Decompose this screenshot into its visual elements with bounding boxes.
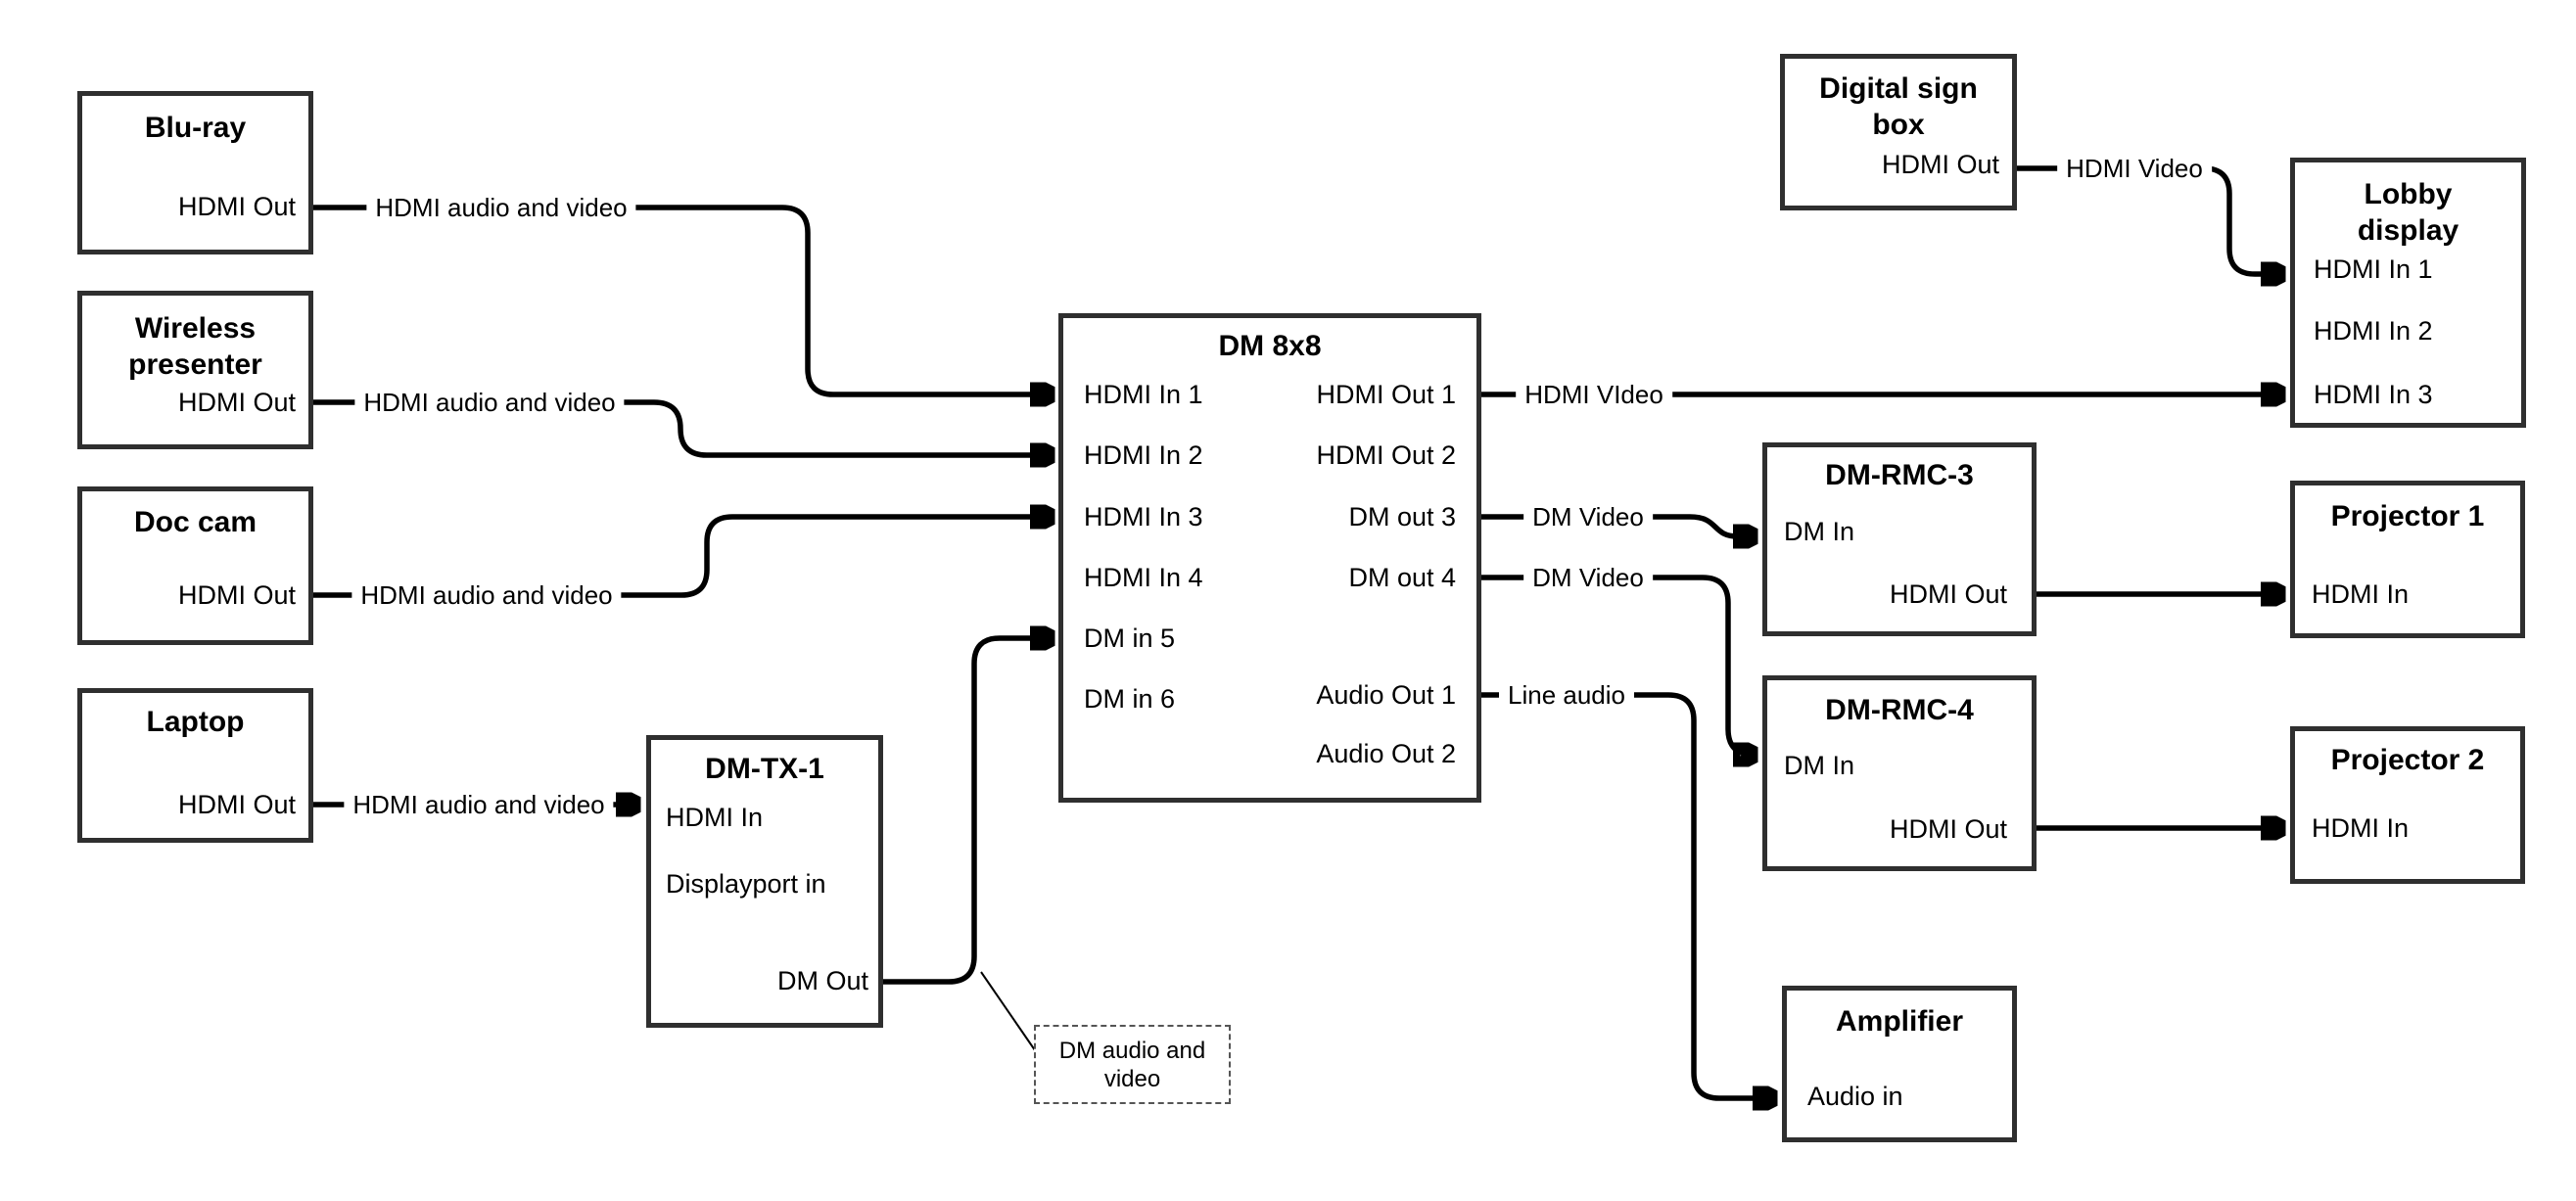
node-digital-sign-title-line2: box [1872,109,1925,141]
port-doccam-hdmi-out: HDMI Out [177,580,296,610]
port-wireless-hdmi-out: HDMI Out [177,388,296,417]
port-lobby-hdmi-in-1: HDMI In 1 [2314,254,2433,284]
node-digital-sign-box[interactable]: Digital sign box HDMI Out [1780,54,2017,210]
port-dmrmc4-dm-in: DM In [1784,751,1855,780]
node-dmrmc3-title: DM-RMC-3 [1825,459,1974,491]
note-dm-audio-and-video[interactable]: DM audio and video [1034,1025,1231,1104]
wire-dm8x8-out4-to-dmrmc4[interactable] [1481,575,1756,755]
port-dmtx1-displayport-in: Displayport in [666,869,826,899]
wire-label-audio-out1: Line audio [1499,680,1634,710]
node-wireless-title-line1: Wireless [134,312,257,345]
node-projector-1[interactable]: Projector 1 HDMI In [2290,481,2525,638]
node-wireless-title-line2: presenter [128,348,262,381]
node-dmrmc4-title: DM-RMC-4 [1825,694,1974,726]
port-dmrmc4-hdmi-out: HDMI Out [1889,814,2007,844]
port-dmtx1-dm-out: DM Out [776,966,868,995]
wire-label-dm-out3: DM Video [1523,502,1653,531]
node-dm-rmc-3[interactable]: DM-RMC-3 DM In HDMI Out [1762,442,2037,636]
node-dmtx1-title: DM-TX-1 [705,753,824,785]
port-dm8x8-dm-in-6: DM in 6 [1084,684,1176,714]
node-laptop[interactable]: Laptop HDMI Out [77,688,313,843]
node-lobby-title-line1: Lobby [2364,178,2453,210]
node-projector-2[interactable]: Projector 2 HDMI In [2290,726,2525,884]
port-dm8x8-hdmi-in-2: HDMI In 2 [1084,440,1203,470]
node-laptop-title: Laptop [146,706,245,738]
node-bluray-title: Blu-ray [144,112,247,144]
wire-dm8x8-out3-to-dmrmc3[interactable] [1481,514,1756,536]
wire-label-wireless: HDMI audio and video [354,388,625,417]
note-text: DM audio and video [1058,1037,1206,1092]
port-dm8x8-hdmi-in-1: HDMI In 1 [1084,380,1203,409]
port-dmrmc3-dm-in: DM In [1784,517,1855,546]
port-proj1-hdmi-in: HDMI In [2312,579,2410,609]
port-dm8x8-dm-out-4: DM out 4 [1348,563,1456,592]
node-lobby-title-line2: display [2357,214,2459,247]
wire-label-bluray: HDMI audio and video [366,193,636,222]
wire-dm8x8-aout1-to-amplifier[interactable] [1481,692,1775,1098]
node-proj1-title: Projector 1 [2330,500,2485,532]
node-doc-cam[interactable]: Doc cam HDMI Out [77,486,313,645]
node-amplifier-title: Amplifier [1835,1005,1964,1038]
node-proj2-title: Projector 2 [2330,744,2485,776]
wire-label-laptop: HDMI audio and video [344,790,614,819]
port-dmrmc3-hdmi-out: HDMI Out [1889,579,2007,609]
port-dm8x8-audio-out-1: Audio Out 1 [1316,680,1456,710]
port-dm8x8-hdmi-out-2: HDMI Out 2 [1316,440,1456,470]
port-dm8x8-hdmi-in-3: HDMI In 3 [1084,502,1203,531]
port-dm8x8-dm-out-3: DM out 3 [1348,502,1456,531]
node-dm8x8-title: DM 8x8 [1218,330,1322,362]
port-lobby-hdmi-in-2: HDMI In 2 [2314,316,2433,346]
wire-label-hdmi-out1: HDMI VIdeo [1516,380,1672,409]
port-digital-sign-hdmi-out: HDMI Out [1881,150,1999,179]
node-digital-sign-title-line1: Digital sign [1819,72,1978,105]
port-lobby-hdmi-in-3: HDMI In 3 [2314,380,2433,409]
node-dm-rmc-4[interactable]: DM-RMC-4 DM In HDMI Out [1762,675,2037,871]
port-laptop-hdmi-out: HDMI Out [177,790,296,819]
wire-wireless-to-dm8x8-in2[interactable] [313,399,1053,455]
port-proj2-hdmi-in: HDMI In [2312,813,2410,843]
wire-doccam-to-dm8x8-in3[interactable] [313,517,1053,598]
wire-digital-sign-to-lobby-in1[interactable] [2017,165,2283,274]
note-leader-line [980,971,1036,1051]
port-dm8x8-dm-in-5: DM in 5 [1084,624,1176,653]
node-amplifier[interactable]: Amplifier Audio in [1782,986,2017,1142]
wire-label-doccam: HDMI audio and video [351,580,622,610]
port-amplifier-audio-in: Audio in [1807,1082,1903,1111]
node-dm-tx-1[interactable]: DM-TX-1 HDMI In Displayport in DM Out [646,735,883,1028]
node-bluray[interactable]: Blu-ray HDMI Out [77,91,313,254]
node-wireless-presenter[interactable]: Wireless presenter HDMI Out [77,291,313,449]
port-dm8x8-hdmi-in-4: HDMI In 4 [1084,563,1203,592]
node-dm-8x8[interactable]: DM 8x8 HDMI In 1 HDMI In 2 HDMI In 3 HDM… [1058,313,1481,803]
port-bluray-hdmi-out: HDMI Out [177,192,296,221]
wire-label-digital-sign: HDMI Video [2057,154,2212,183]
port-dmtx1-hdmi-in: HDMI In [666,803,764,832]
wire-dmtx1-to-dm8x8-in5[interactable] [883,638,1053,985]
wire-bluray-to-dm8x8-in1[interactable] [313,205,1053,394]
node-lobby-display[interactable]: Lobby display HDMI In 1 HDMI In 2 HDMI I… [2290,158,2526,428]
wire-label-dm-out4: DM Video [1523,563,1653,592]
port-dm8x8-hdmi-out-1: HDMI Out 1 [1316,380,1456,409]
port-dm8x8-audio-out-2: Audio Out 2 [1316,739,1456,768]
node-doccam-title: Doc cam [133,506,258,538]
